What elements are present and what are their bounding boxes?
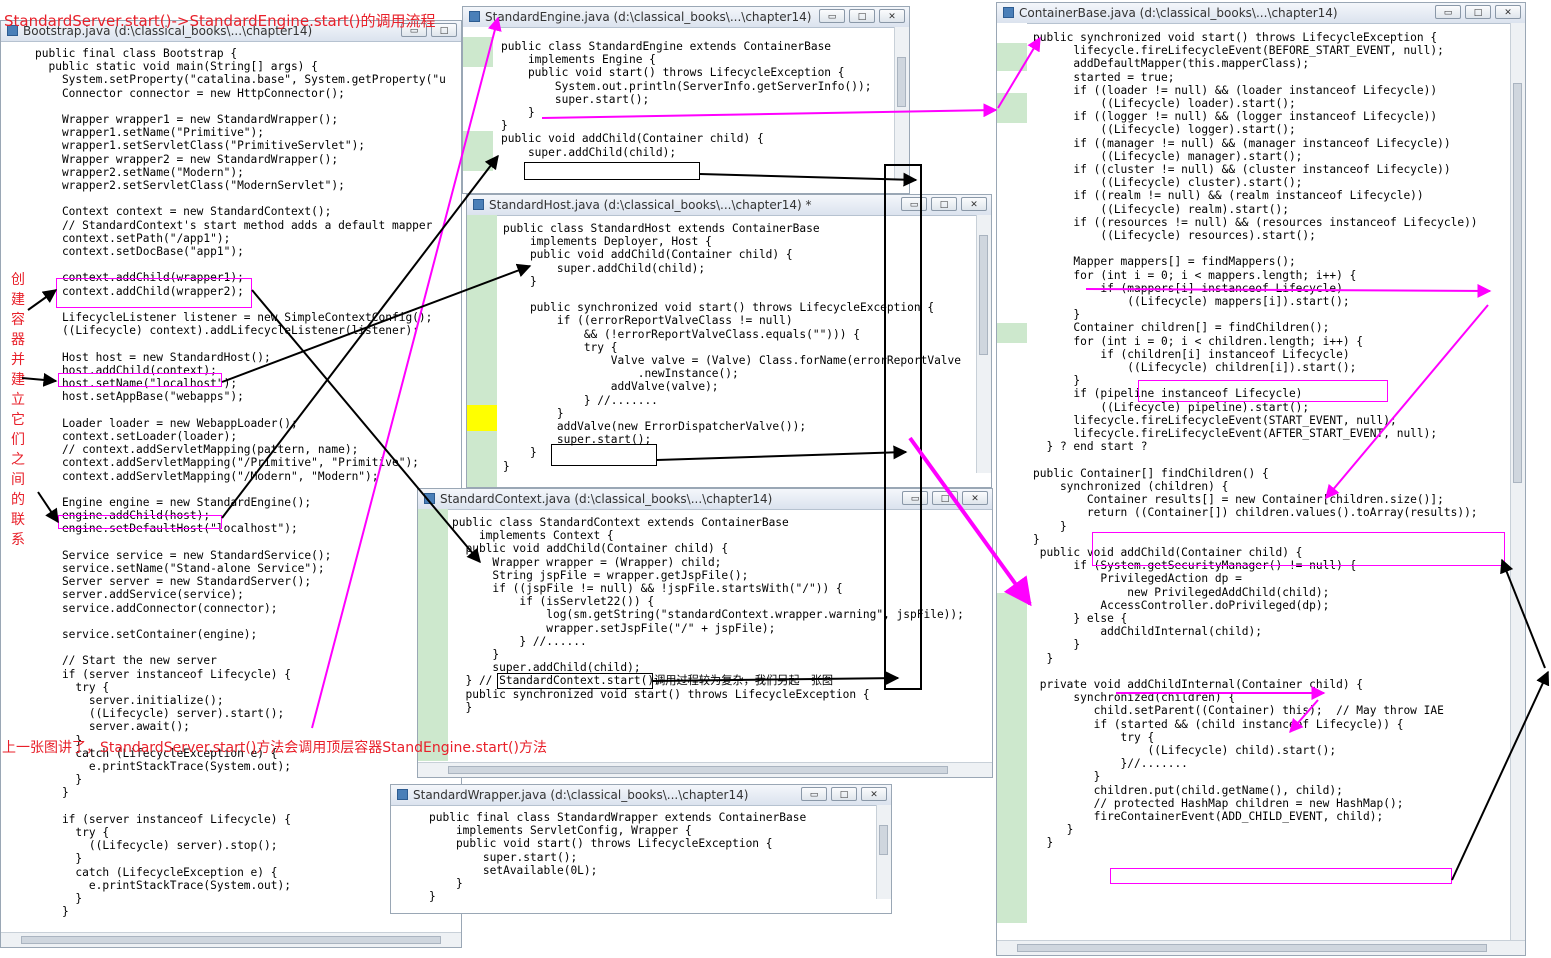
vertical-scrollbar[interactable] [876,805,891,899]
change-marker [467,431,497,487]
close-button[interactable]: ✕ [961,197,987,211]
change-marker [463,37,493,67]
maximize-button[interactable]: □ [932,491,958,505]
highlight-engine-addchild [58,515,222,529]
minimize-button[interactable]: ▭ [819,9,845,23]
window-title: Bootstrap.java (d:\classical_books\...\c… [23,24,313,38]
maximize-button[interactable]: □ [831,787,857,801]
vertical-scrollbar[interactable] [976,215,991,473]
close-button[interactable]: ✕ [962,491,988,505]
highlight-findchildren-body [1092,532,1505,566]
highlight-children-start [1138,380,1388,402]
scroll-thumb[interactable] [879,825,888,855]
editor-gutter [418,509,448,763]
engine-titlebar[interactable]: StandardEngine.java (d:\classical_books\… [463,7,909,28]
java-file-icon [7,25,18,36]
change-marker [463,131,493,171]
horizontal-scrollbar[interactable] [997,940,1525,955]
close-button[interactable]: ✕ [879,9,905,23]
vertical-scrollbar[interactable] [894,27,909,179]
warning-marker [467,405,497,431]
change-marker [418,509,448,761]
minimize-button[interactable]: ▭ [1435,5,1461,19]
minimize-button[interactable]: ▭ [801,787,827,801]
code-editor[interactable]: public final class Bootstrap { public st… [35,47,446,919]
container-base-window[interactable]: ContainerBase.java (d:\classical_books\.… [996,2,1526,956]
editor-gutter [467,215,497,487]
change-marker [997,323,1027,343]
editor-gutter [997,23,1027,941]
vertical-scrollbar[interactable] [1510,23,1525,941]
window-title: StandardEngine.java (d:\classical_books\… [485,10,812,24]
code-editor[interactable]: public synchronized void start() throws … [1033,31,1478,850]
window-title: StandardWrapper.java (d:\classical_books… [413,788,749,802]
wrapper-titlebar[interactable]: StandardWrapper.java (d:\classical_books… [391,785,891,806]
maximize-button[interactable]: □ [1465,5,1491,19]
window-title: StandardHost.java (d:\classical_books\..… [489,198,812,212]
containerbase-titlebar[interactable]: ContainerBase.java (d:\classical_books\.… [997,3,1525,24]
maximize-button[interactable]: □ [849,9,875,23]
scroll-thumb[interactable] [1513,83,1522,483]
annotation-title: StandardServer.start()->StandardEngine.s… [4,12,436,30]
change-marker [997,93,1027,123]
change-marker [467,215,497,405]
close-button[interactable]: ✕ [861,787,887,801]
horizontal-scrollbar[interactable] [418,762,992,777]
java-file-icon [397,789,408,800]
editor-gutter [463,27,493,179]
standard-wrapper-window[interactable]: StandardWrapper.java (d:\classical_books… [390,784,892,914]
change-marker [997,43,1027,71]
change-marker [997,593,1027,923]
highlight-engine-superaddchild [524,162,700,180]
scroll-thumb[interactable] [1017,944,1487,952]
java-file-icon [424,493,435,504]
java-file-icon [473,199,484,210]
highlight-context-addchild [56,278,252,308]
java-file-icon [1003,7,1014,18]
scroll-thumb[interactable] [897,57,906,107]
scroll-thumb[interactable] [21,936,441,944]
code-editor[interactable]: public class StandardContext extends Con… [452,516,964,714]
highlight-children-hashmap [1110,868,1452,884]
highlight-host-superstart [551,444,657,466]
scroll-thumb[interactable] [448,766,948,774]
close-button[interactable]: ✕ [1495,5,1521,19]
annotation-create-containers: 创建容器并建立它们之间的联系 [11,272,25,548]
horizontal-scrollbar[interactable] [1,932,461,947]
window-title: StandardContext.java (d:\classical_books… [440,492,773,506]
highlight-context-superaddchild [497,673,653,689]
highlight-call-column [884,164,922,690]
scroll-thumb[interactable] [979,235,988,355]
code-editor[interactable]: public class StandardEngine extends Cont… [501,40,872,159]
highlight-host-addchild [58,373,222,387]
maximize-button[interactable]: □ [931,197,957,211]
java-file-icon [469,11,480,22]
annotation-engine-start: 上一张图讲了，StandardServer.start()方法会调用顶层容器St… [2,740,547,756]
code-editor[interactable]: public final class StandardWrapper exten… [429,811,807,904]
code-editor[interactable]: public class StandardHost extends Contai… [503,222,962,473]
window-title: ContainerBase.java (d:\classical_books\.… [1019,6,1338,20]
